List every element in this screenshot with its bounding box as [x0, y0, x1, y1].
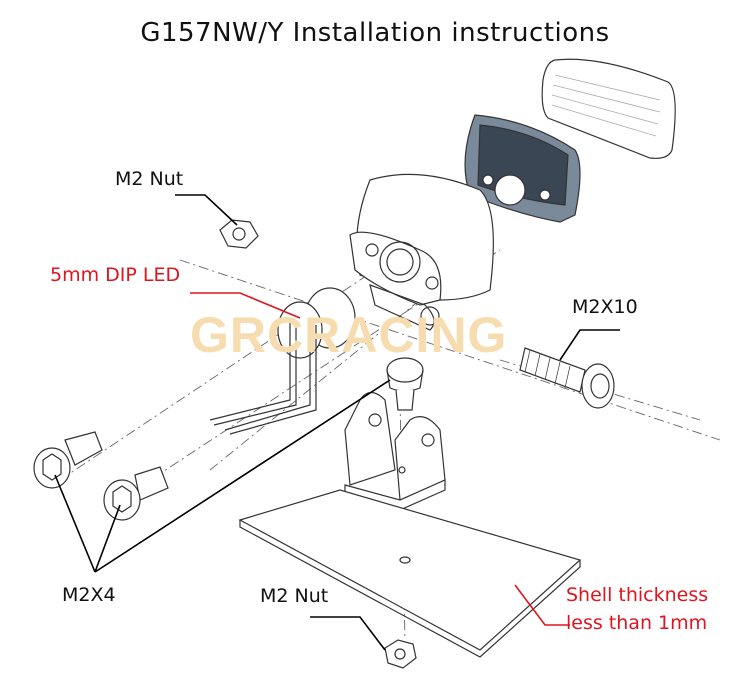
watermark-text: GRCRACING — [190, 307, 508, 363]
label-dip-led: 5mm DIP LED — [50, 264, 181, 286]
m2x4-screw-right — [103, 466, 169, 521]
watermark-logo: GRCRACING — [190, 308, 507, 362]
chrome-bezel-part — [464, 114, 581, 223]
red-leader-lines — [190, 292, 570, 626]
bracket-part — [344, 391, 446, 511]
label-shell-thickness-2: less than 1mm — [566, 612, 708, 634]
label-shell-thickness-1: Shell thickness — [566, 584, 709, 606]
label-m2-nut-top: M2 Nut — [115, 168, 184, 190]
m2x4-screw-left — [33, 431, 103, 489]
leader-lines — [54, 194, 620, 651]
m2x10-screw-part — [519, 347, 615, 409]
housing-part — [349, 173, 494, 331]
diagram-title: G157NW/Y Installation instructions — [140, 18, 610, 48]
m2-nut-bottom-part — [384, 639, 417, 669]
lens-part — [541, 58, 676, 159]
mounting-plate-part — [238, 489, 582, 658]
label-m2-nut-bottom: M2 Nut — [260, 585, 329, 607]
label-m2x4: M2X4 — [62, 584, 116, 606]
bracket-screw-part — [386, 357, 424, 411]
label-m2x10: M2X10 — [572, 296, 638, 318]
m2-nut-top-part — [219, 219, 259, 249]
led-part — [209, 287, 356, 435]
